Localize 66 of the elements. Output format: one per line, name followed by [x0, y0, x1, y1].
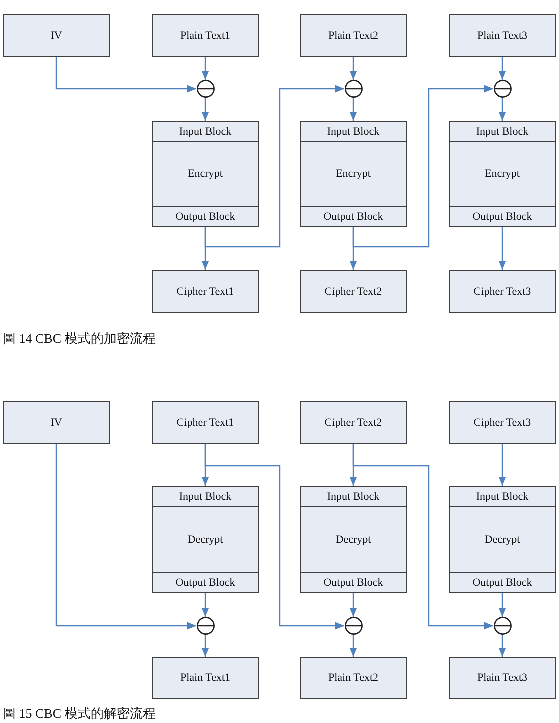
data-box: Cipher Text2 [300, 270, 407, 313]
footer-band: Output Block [153, 572, 258, 592]
footer-band: Output Block [301, 572, 406, 592]
footer-band: Output Block [450, 206, 555, 226]
operation-label: Decrypt [484, 534, 520, 546]
arrow [498, 635, 506, 657]
data-box: Plain Text1 [152, 657, 259, 699]
cipher-block [152, 121, 259, 227]
cipher-block [300, 121, 407, 227]
data-box: Plain Text1 [152, 14, 259, 57]
footer-band: Output Block [153, 206, 258, 226]
xor-circle [344, 617, 362, 635]
cipher-block [152, 486, 259, 593]
operation-label: Encrypt [336, 168, 371, 180]
arrow [498, 593, 506, 617]
xor-circle [344, 80, 362, 98]
xor-circle [196, 617, 214, 635]
figure-caption: 圖 15 CBC 模式的解密流程 [3, 705, 156, 723]
xor-circle [196, 80, 214, 98]
header-band: Input Block [301, 487, 406, 507]
figure-caption: 圖 14 CBC 模式的加密流程 [3, 330, 156, 348]
data-box: Cipher Text3 [449, 401, 556, 444]
data-box: Cipher Text3 [449, 270, 556, 313]
arrow [202, 98, 210, 121]
header-band: Input Block [450, 487, 555, 507]
arrow [56, 444, 196, 630]
arrow [350, 98, 358, 121]
arrow [202, 593, 210, 617]
arrow [56, 57, 196, 93]
data-box: Plain Text2 [300, 14, 407, 57]
xor-circle [494, 80, 512, 98]
arrow [202, 635, 210, 657]
data-box: IV [3, 401, 110, 444]
data-box: Cipher Text1 [152, 270, 259, 313]
arrow [498, 227, 506, 270]
data-box: IV [3, 14, 110, 57]
operation-label: Decrypt [188, 534, 224, 546]
arrow [352, 444, 494, 630]
arrow [204, 444, 344, 630]
arrow [352, 85, 494, 248]
arrow [350, 57, 358, 80]
data-box: Plain Text3 [449, 14, 556, 57]
arrow [204, 85, 344, 248]
header-band: Input Block [153, 122, 258, 142]
arrow [498, 444, 506, 486]
cipher-block [300, 486, 407, 593]
cipher-block [449, 486, 556, 593]
data-box: Cipher Text1 [152, 401, 259, 444]
footer-band: Output Block [450, 572, 555, 592]
operation-label: Encrypt [485, 168, 520, 180]
xor-circle [494, 617, 512, 635]
header-band: Input Block [301, 122, 406, 142]
header-band: Input Block [450, 122, 555, 142]
arrow [350, 593, 358, 617]
data-box: Cipher Text2 [300, 401, 407, 444]
arrow [350, 635, 358, 657]
operation-label: Decrypt [336, 534, 372, 546]
header-band: Input Block [153, 487, 258, 507]
footer-band: Output Block [301, 206, 406, 226]
data-box: Plain Text3 [449, 657, 556, 699]
operation-label: Encrypt [188, 168, 223, 180]
cipher-block [449, 121, 556, 227]
arrow [498, 57, 506, 80]
data-box: Plain Text2 [300, 657, 407, 699]
arrow [202, 57, 210, 80]
arrow [498, 98, 506, 121]
